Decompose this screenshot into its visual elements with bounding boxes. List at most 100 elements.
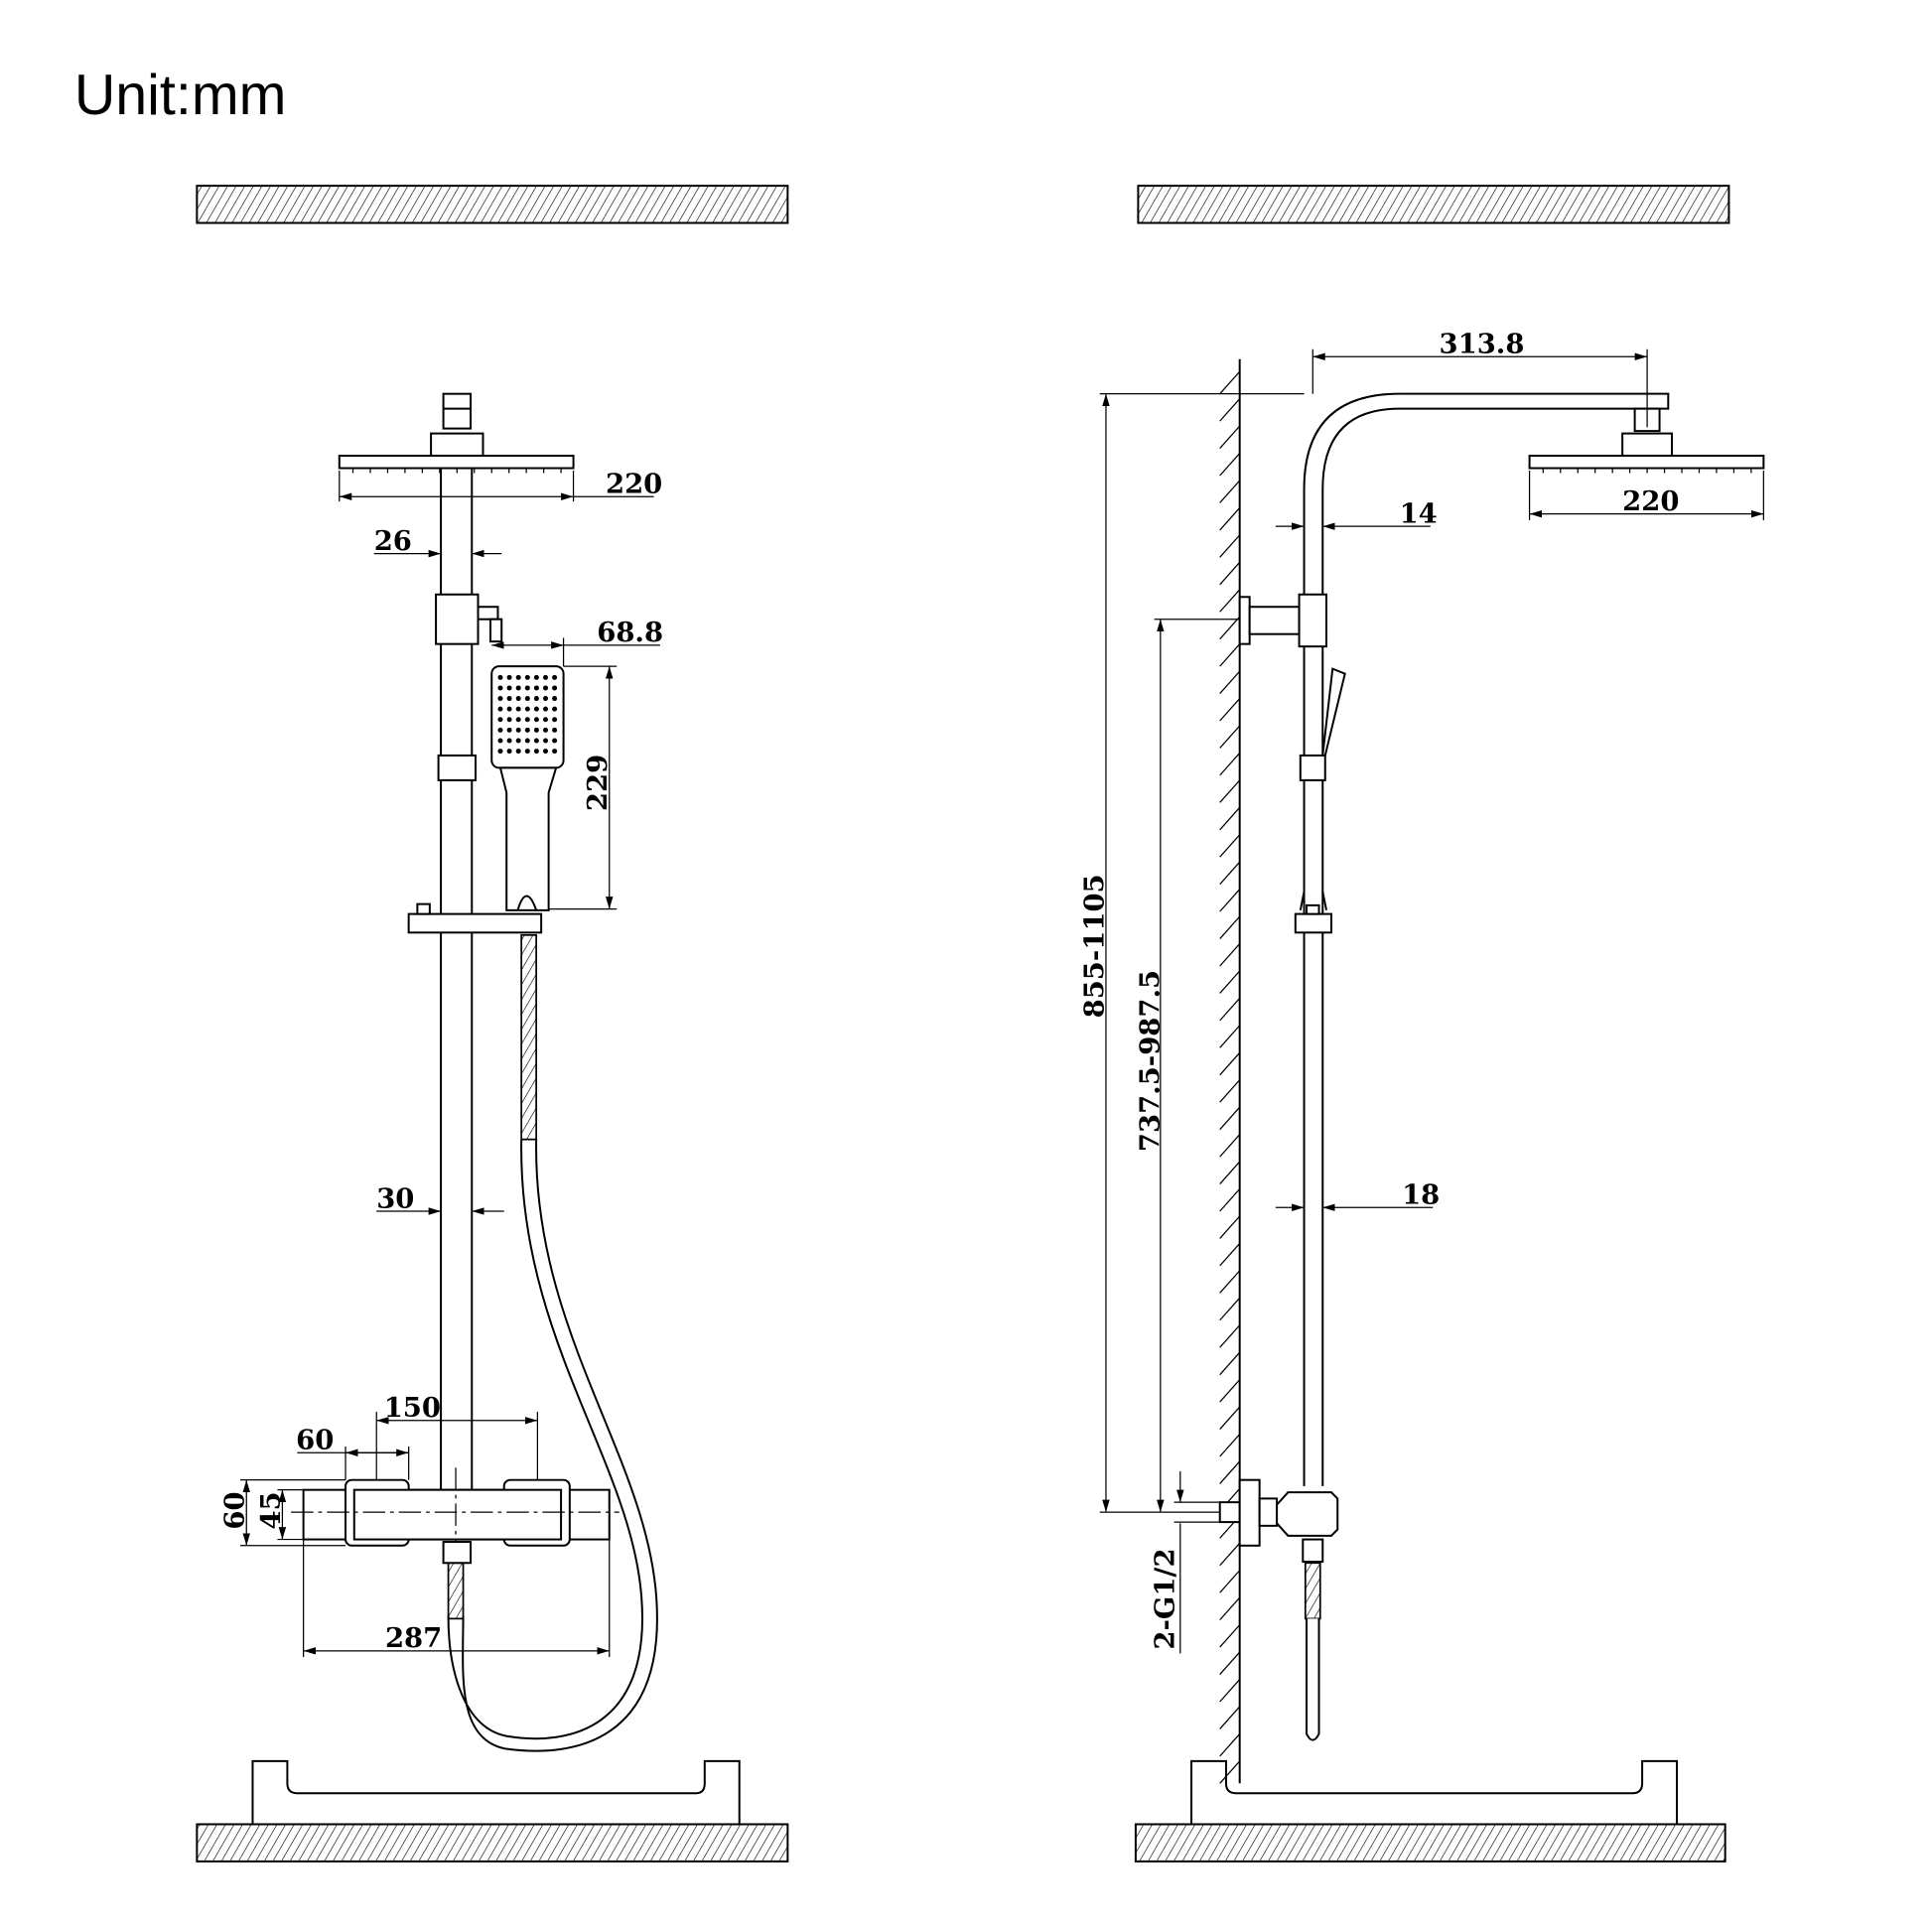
nozzle-dot bbox=[497, 717, 503, 723]
mixer-outlet bbox=[442, 1541, 473, 1565]
hose-coil-bottom bbox=[447, 1562, 465, 1620]
wall-hatch-line bbox=[1219, 1079, 1241, 1103]
dim-head-width: 220 bbox=[606, 468, 662, 499]
dim-hand-width: 68.8 bbox=[597, 617, 663, 648]
wall-hatch-line bbox=[1219, 589, 1241, 613]
wall-hatch-line bbox=[1219, 753, 1241, 776]
nozzle-dot bbox=[552, 717, 558, 723]
dim-inlet: 2-G1/2 bbox=[1150, 1548, 1181, 1649]
nozzle-dot bbox=[497, 685, 503, 691]
nozzle-dot bbox=[552, 685, 558, 691]
wall-hatch-line bbox=[1219, 1542, 1241, 1567]
dim-inlet-spacing: 150 bbox=[384, 1392, 441, 1424]
wall-hatch-line bbox=[1219, 1679, 1241, 1703]
wall-hatch-line bbox=[1219, 943, 1241, 967]
wall-hatch-line bbox=[1219, 1215, 1241, 1239]
nozzle-dot bbox=[506, 706, 512, 712]
nozzle-dot bbox=[524, 696, 530, 702]
nozzle-dot bbox=[515, 749, 521, 755]
wall-bracket-plate bbox=[1238, 596, 1251, 645]
wall-hatch-line bbox=[1219, 1706, 1241, 1729]
nozzle-dot bbox=[506, 674, 512, 680]
wall-hatch-line bbox=[1219, 561, 1241, 586]
wall-hatch-line bbox=[1219, 507, 1241, 531]
nozzle-dot bbox=[515, 738, 521, 744]
head-connector bbox=[442, 392, 473, 430]
wall-hatch-line bbox=[1219, 453, 1241, 477]
nozzle-dot bbox=[515, 727, 521, 733]
wall-hatch-line bbox=[1219, 1624, 1241, 1648]
nozzle-dot bbox=[506, 696, 512, 702]
nozzle-dot bbox=[506, 749, 512, 755]
nozzle-dot bbox=[524, 706, 530, 712]
nozzle-dot bbox=[533, 727, 539, 733]
wall-hatch-line bbox=[1219, 643, 1241, 667]
wall-hatch-line bbox=[1219, 670, 1241, 694]
nozzle-dot bbox=[497, 674, 503, 680]
wall-hatch-line bbox=[1219, 1651, 1241, 1675]
nozzle-dot bbox=[515, 696, 521, 702]
wall-hatch-line bbox=[1219, 1051, 1241, 1076]
nozzle-dot bbox=[506, 727, 512, 733]
nozzle-dot bbox=[543, 685, 548, 691]
nozzle-dot bbox=[515, 674, 521, 680]
wall-hatch-line bbox=[1219, 1243, 1241, 1267]
nozzle-dot bbox=[543, 696, 548, 702]
nozzle-dot bbox=[543, 706, 548, 712]
side-view: 313.8 220 14 855-1105 737.5-987.5 18 bbox=[1078, 185, 1765, 1863]
wall-hatch-line bbox=[1219, 480, 1241, 503]
wall-hatch-line bbox=[1219, 1406, 1241, 1430]
nozzle-dot bbox=[506, 685, 512, 691]
nozzle-dot bbox=[515, 706, 521, 712]
wall-hatch-line bbox=[1219, 370, 1241, 395]
nozzle-dot bbox=[524, 717, 530, 723]
wall-hatch-line bbox=[1219, 1732, 1241, 1757]
nozzle-dot bbox=[524, 749, 530, 755]
wall-hatch bbox=[1219, 370, 1241, 1784]
ceiling-hatch bbox=[196, 185, 789, 224]
wall-hatch-line bbox=[1219, 889, 1241, 912]
nozzle-dot bbox=[497, 738, 503, 744]
wall-hatch-line bbox=[1219, 698, 1241, 722]
wall-hatch-line bbox=[1219, 1379, 1241, 1403]
wall-hatch-line bbox=[1219, 1596, 1241, 1621]
mixer-connector bbox=[1258, 1497, 1279, 1527]
dim-knob-width: 60 bbox=[296, 1425, 334, 1456]
hose-coil bbox=[1304, 1562, 1321, 1620]
wall-hatch-line bbox=[1219, 1324, 1241, 1348]
nozzle-dot bbox=[497, 749, 503, 755]
rail-holder bbox=[435, 593, 480, 645]
nozzle-dot bbox=[552, 749, 558, 755]
nozzle-dot bbox=[543, 749, 548, 755]
wall-hatch-line bbox=[1219, 1188, 1241, 1212]
wall-hatch-line bbox=[1219, 1270, 1241, 1294]
nozzle-dot bbox=[533, 706, 539, 712]
wall-hatch-line bbox=[1219, 970, 1241, 994]
nozzle-dot bbox=[552, 674, 558, 680]
rail-joint bbox=[1299, 754, 1326, 781]
wall-hatch-line bbox=[1219, 425, 1241, 449]
dim-hand-length: 229 bbox=[582, 755, 614, 811]
shower-head bbox=[338, 455, 575, 470]
dim-mixer-length: 287 bbox=[385, 1622, 442, 1654]
wall-bracket-arm bbox=[1248, 606, 1301, 635]
shower-arm bbox=[1303, 392, 1670, 1486]
shower-tray bbox=[251, 1759, 741, 1825]
wall-hatch-line bbox=[1219, 1025, 1241, 1048]
floor-hatch bbox=[196, 1823, 789, 1863]
wall-hatch-line bbox=[1219, 1760, 1241, 1784]
wall-hatch-line bbox=[1219, 1297, 1241, 1321]
dim-arm-reach: 313.8 bbox=[1440, 329, 1525, 360]
nozzle-dot bbox=[552, 706, 558, 712]
wall-hatch-line bbox=[1219, 1434, 1241, 1457]
wall-hatch-line bbox=[1219, 1106, 1241, 1131]
wall-hatch-line bbox=[1219, 398, 1241, 422]
dim-pipe-dia: 18 bbox=[1402, 1179, 1440, 1211]
wall-hatch-line bbox=[1219, 616, 1241, 640]
head-collar bbox=[1621, 432, 1674, 458]
nozzle-dot bbox=[497, 696, 503, 702]
front-view: 220 26 68.8 229 30 bbox=[196, 185, 789, 1863]
nozzle-dot bbox=[497, 727, 503, 733]
nozzle-dot bbox=[552, 696, 558, 702]
